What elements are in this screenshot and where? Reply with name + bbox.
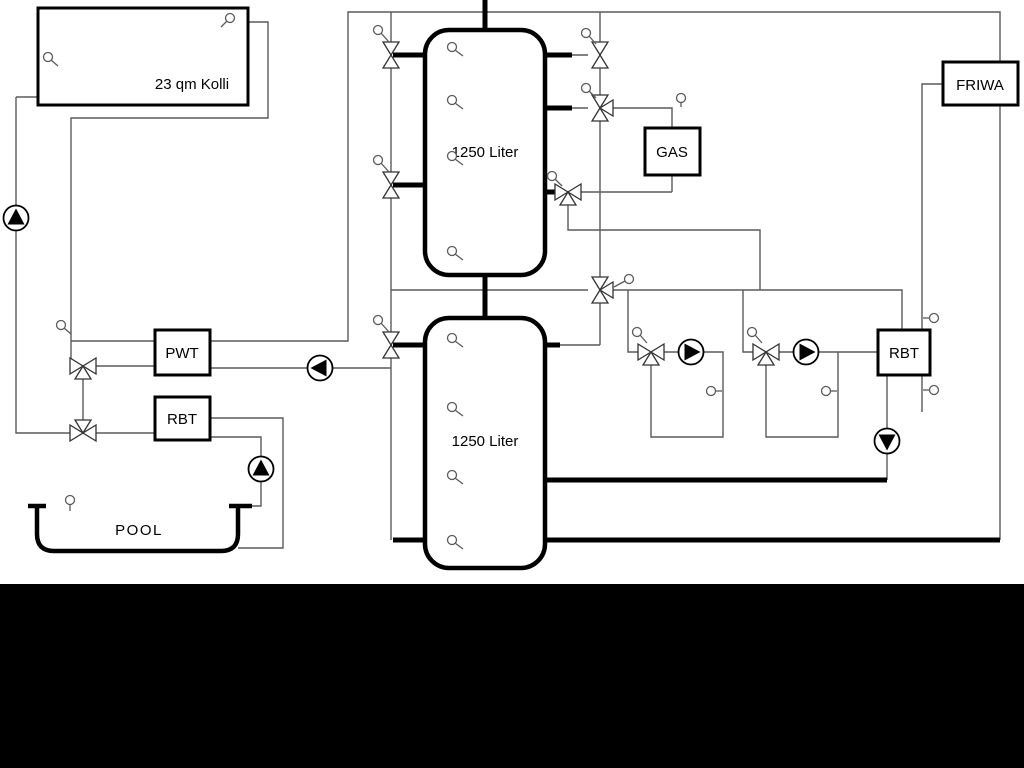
temperature-sensor-icon bbox=[580, 27, 597, 45]
temperature-sensor-icon bbox=[42, 51, 59, 67]
buffer-tank-2-label: 1250 Liter bbox=[452, 433, 519, 450]
temperature-sensor-icon bbox=[446, 332, 464, 348]
temperature-sensor-icon bbox=[613, 273, 635, 288]
gas-boiler-box: GAS bbox=[643, 126, 702, 177]
temperature-sensor-icon bbox=[705, 385, 722, 397]
gas-boiler-outline bbox=[643, 126, 702, 177]
heating-circuit-pump-1-icon bbox=[677, 338, 705, 366]
main-pipes-thick bbox=[393, 0, 1000, 543]
temperature-sensor-icon bbox=[446, 469, 464, 485]
solar-pump-icon bbox=[2, 204, 30, 232]
gas-boiler-label: GAS bbox=[656, 144, 688, 161]
pool-pump-icon bbox=[247, 455, 275, 483]
temperature-sensor-icon bbox=[55, 319, 72, 335]
rbt-pump-icon bbox=[873, 427, 901, 455]
temperature-sensor-icon bbox=[820, 385, 837, 397]
temperature-sensor-icon bbox=[446, 41, 464, 57]
temperature-sensor-icon bbox=[546, 170, 563, 187]
friwa-box: FRIWA bbox=[941, 60, 1020, 107]
temperature-sensor-icon bbox=[923, 384, 940, 396]
pool-outline bbox=[28, 503, 252, 554]
solar-collector-box: 23 qm Kolli bbox=[36, 6, 250, 107]
pipe-network bbox=[15, 11, 1001, 549]
pwt-box: PWT bbox=[153, 328, 212, 377]
rbt-right-outline bbox=[876, 328, 932, 377]
charge-pump-icon bbox=[306, 354, 334, 382]
rbt-left-label: RBT bbox=[167, 411, 197, 428]
buffer-tank-1: 1250 Liter bbox=[422, 27, 548, 278]
temperature-sensor-icon bbox=[580, 82, 597, 99]
friwa-label: FRIWA bbox=[956, 77, 1004, 94]
temperature-sensor-icon bbox=[923, 312, 940, 324]
solar-collector-outline bbox=[36, 6, 250, 107]
temperature-sensor-icon bbox=[446, 401, 464, 417]
pool-label: POOL bbox=[115, 522, 163, 539]
rbt-left-outline bbox=[153, 395, 212, 442]
temperature-sensor-icon bbox=[446, 534, 464, 550]
heating-circuit-pump-2-icon bbox=[792, 338, 820, 366]
pwt-label: PWT bbox=[165, 345, 198, 362]
temperature-sensor-icon bbox=[631, 326, 648, 344]
buffer-tank-2-outline bbox=[422, 315, 548, 571]
rbt-right-label: RBT bbox=[889, 345, 919, 362]
solar-collector-label: 23 qm Kolli bbox=[155, 76, 229, 93]
buffer-tank-2: 1250 Liter bbox=[422, 315, 548, 571]
temperature-sensor-icon bbox=[446, 94, 464, 110]
temperature-sensor-icon bbox=[372, 314, 390, 333]
temperature-sensor-icon bbox=[372, 24, 390, 43]
pwt-outline bbox=[153, 328, 212, 377]
pool-basin: POOL bbox=[28, 503, 252, 554]
temperature-sensor-icon bbox=[675, 92, 687, 107]
temperature-sensor-icon bbox=[220, 12, 236, 28]
friwa-outline bbox=[941, 60, 1020, 107]
buffer-tank-1-label: 1250 Liter bbox=[452, 144, 519, 161]
temperature-sensor-icon bbox=[746, 326, 763, 344]
buffer-tank-1-outline bbox=[422, 27, 548, 278]
temperature-sensor-icon bbox=[372, 154, 390, 173]
rbt-left-box: RBT bbox=[153, 395, 212, 442]
temperature-sensor-icon bbox=[446, 150, 464, 166]
bottom-mask bbox=[0, 584, 1024, 768]
rbt-right-box: RBT bbox=[876, 328, 932, 377]
temperature-sensors bbox=[42, 12, 940, 550]
temperature-sensor-icon bbox=[64, 494, 76, 511]
temperature-sensor-icon bbox=[446, 245, 464, 261]
